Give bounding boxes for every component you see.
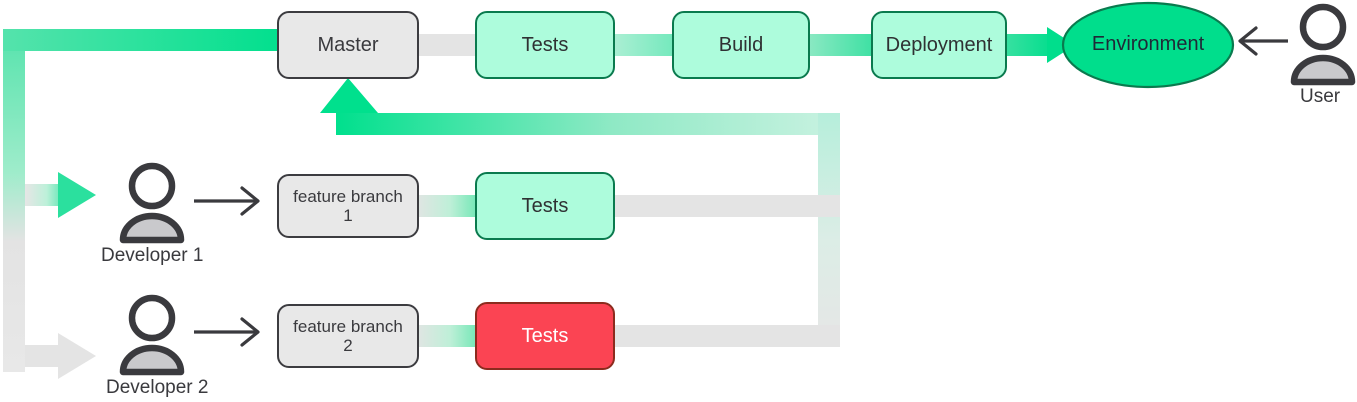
arrow-developer2-to-branch — [194, 317, 260, 347]
node-build[interactable]: Build — [672, 11, 810, 79]
developer1-icon — [119, 162, 185, 244]
connector-deployment-environment — [1003, 27, 1075, 63]
connector-master-tests — [414, 34, 479, 56]
connector-merge-to-master — [320, 78, 378, 135]
developer2-label: Developer 2 — [106, 377, 209, 398]
connector-build-deployment — [806, 34, 875, 56]
node-tests-branch-1[interactable]: Tests — [475, 172, 615, 240]
node-environment-label: Environment — [1091, 33, 1205, 55]
node-feature-branch-1-line2: 1 — [343, 206, 353, 225]
connector-tests-build — [611, 34, 676, 56]
connector-feature-return-loop — [336, 113, 840, 346]
node-feature-branch-1[interactable]: feature branch 1 — [277, 174, 419, 238]
user-label: User — [1300, 86, 1341, 107]
feedback-trunk-path — [3, 29, 286, 379]
connector-branch1 — [414, 195, 840, 217]
node-master-label: Master — [317, 33, 379, 56]
developer1-label: Developer 1 — [101, 245, 204, 266]
node-deployment[interactable]: Deployment — [871, 11, 1007, 79]
node-tests-branch-2-label: Tests — [521, 324, 569, 347]
node-feature-branch-2-line1: feature branch — [293, 316, 403, 336]
arrow-developer1-to-branch — [194, 186, 260, 216]
node-build-label: Build — [718, 33, 764, 56]
user-icon — [1290, 3, 1356, 86]
node-tests-branch-2[interactable]: Tests — [475, 302, 615, 370]
node-tests-branch-1-label: Tests — [521, 194, 569, 217]
developer2-icon — [119, 294, 185, 376]
node-feature-branch-2-line2: 2 — [343, 336, 353, 355]
node-tests-main[interactable]: Tests — [475, 11, 615, 79]
arrow-user-to-environment — [1238, 26, 1288, 56]
environment-node[interactable] — [1061, 1, 1235, 89]
node-feature-branch-1-line1: feature branch — [293, 186, 403, 206]
node-master[interactable]: Master — [277, 11, 419, 79]
node-feature-branch-2[interactable]: feature branch 2 — [277, 304, 419, 368]
node-deployment-label: Deployment — [885, 33, 993, 56]
node-tests-main-label: Tests — [521, 33, 569, 56]
connector-branch2 — [414, 325, 840, 347]
